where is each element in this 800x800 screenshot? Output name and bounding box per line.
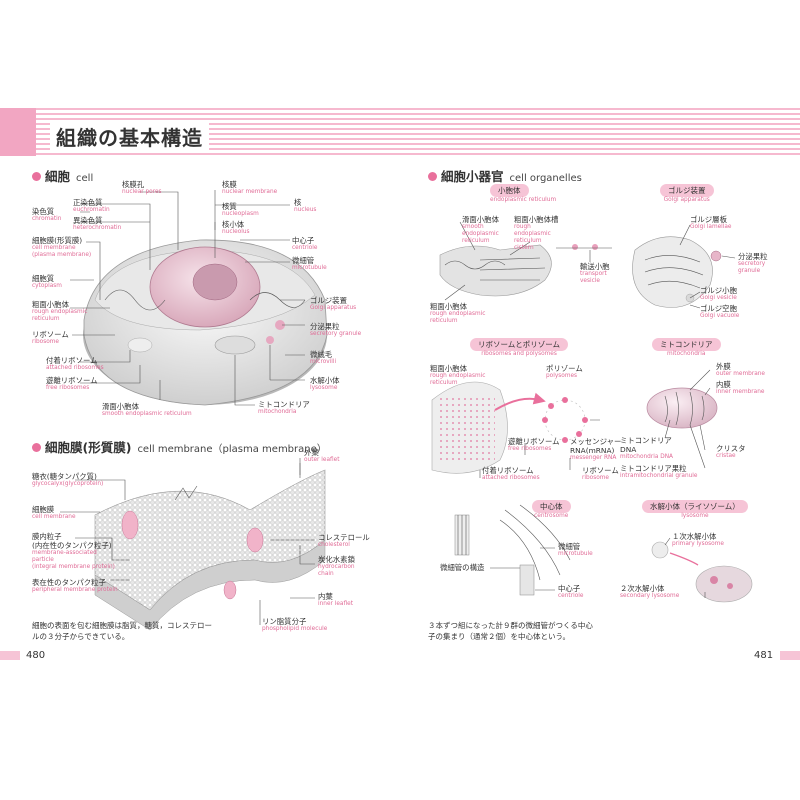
page-title: 組織の基本構造 xyxy=(50,122,209,151)
panel-title-lysosome: 水解小体（ライソゾーム）lysosome xyxy=(642,500,748,519)
label-org-microtubule-structure: 微細管の構造 xyxy=(440,563,485,572)
centrosome-note: ３本ずつ組になった計９群の微細管がつくる中心子の集まり（通常２個）を中心体という… xyxy=(428,621,593,641)
page-number-bar-left xyxy=(0,651,20,660)
bullet-icon xyxy=(428,172,437,181)
organelle-leader-lines xyxy=(444,221,736,309)
section-membrane-heading: 細胞膜(形質膜)cell membrane（plasma membrane） xyxy=(32,437,327,456)
cell-leader-lines xyxy=(70,190,305,406)
bullet-icon xyxy=(32,172,41,181)
membrane-note: 細胞の表面を包む細胞膜は脂質，糖質，コレステロールの３分子からできている。 xyxy=(32,621,212,641)
mitochondria-panel-drawing xyxy=(646,369,718,469)
golgi-panel-drawing xyxy=(632,236,722,308)
cell-diagram xyxy=(83,239,328,406)
membrane-leader-lines xyxy=(60,458,315,625)
page-number-left: 480 xyxy=(26,650,46,661)
ribosome-panel-drawing xyxy=(431,381,600,478)
label-cell-membrane: 細胞膜(形質膜)cell membrane(plasma membrane) xyxy=(32,236,92,258)
centrosome-panel-drawing xyxy=(454,504,571,596)
bullet-icon xyxy=(32,443,41,452)
membrane-diagram xyxy=(94,463,326,631)
label-glycocalyx: 糖衣(糖タンパク質)glycocalyx(glycoprotein) xyxy=(32,472,104,487)
page-number-right: 481 xyxy=(754,650,774,661)
lysosome-panel-drawing xyxy=(651,537,753,603)
page-number-bar-right xyxy=(780,651,800,660)
er-panel-drawing xyxy=(439,244,612,297)
header-accent-block xyxy=(0,108,36,156)
